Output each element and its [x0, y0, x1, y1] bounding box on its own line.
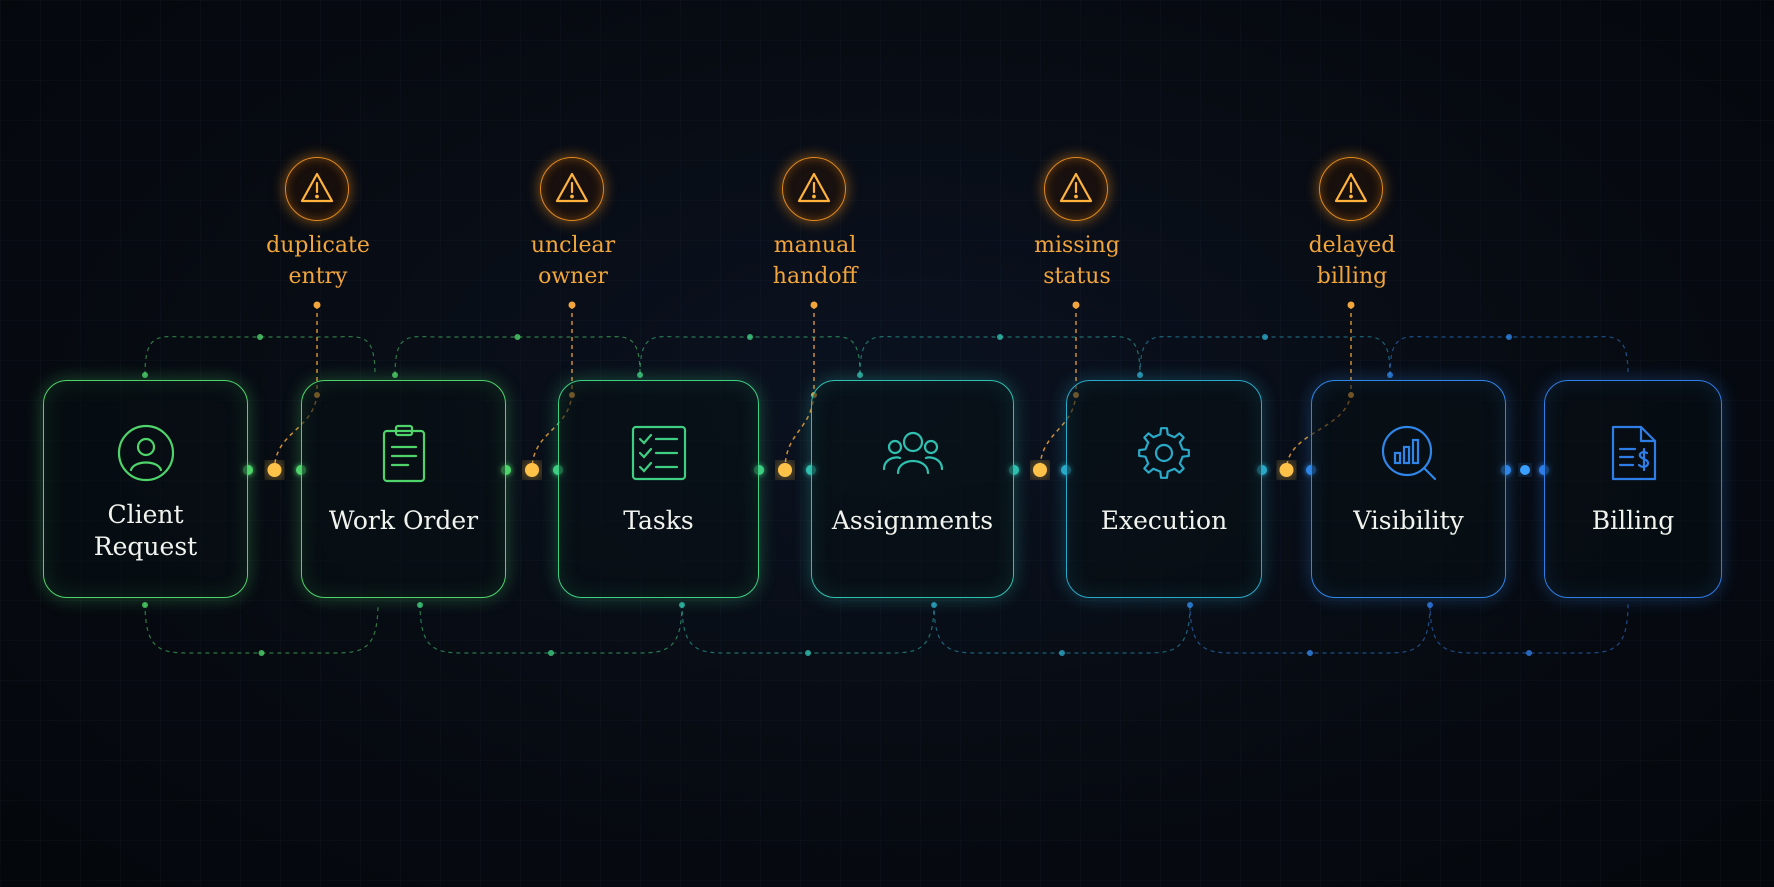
checklist-icon — [631, 425, 686, 481]
user-circle-icon — [117, 424, 174, 482]
issue-connector-dot — [568, 301, 576, 309]
stage-execution[interactable]: Execution — [1066, 380, 1262, 598]
loop-dot — [679, 602, 685, 608]
dashed-loop-top — [144, 336, 376, 376]
dashed-loop-bottom — [681, 602, 935, 654]
stage-billing[interactable]: Billing — [1544, 380, 1722, 598]
warning-triangle-icon — [555, 172, 589, 203]
issue-connector-dot — [313, 301, 321, 309]
dashed-loop-bottom — [933, 602, 1191, 654]
analytics-search-icon — [1381, 425, 1436, 481]
dashed-loop-top — [394, 336, 641, 376]
loop-dot — [1307, 650, 1313, 656]
dashed-loop-bottom — [144, 602, 379, 654]
loop-dot — [417, 602, 423, 608]
warning-badge[interactable] — [285, 157, 349, 221]
dashed-loop-top — [1389, 336, 1629, 376]
invoice-icon — [1611, 425, 1657, 481]
connector-junction — [1520, 465, 1530, 475]
dashed-loop-bottom — [1189, 602, 1431, 654]
stage-label: Assignments — [831, 506, 994, 535]
loop-dot — [1262, 334, 1268, 340]
warning-triangle-icon — [1334, 172, 1368, 203]
issue-connector-dot — [810, 301, 818, 309]
issue-junction — [1033, 463, 1047, 477]
loop-dot — [1506, 334, 1512, 340]
loop-dot — [514, 334, 521, 340]
issue-connector-dot — [1072, 301, 1080, 309]
loop-dot — [392, 372, 398, 378]
issue-junction — [525, 463, 539, 477]
stage-tasks[interactable]: Tasks — [558, 380, 759, 598]
loop-dot — [637, 372, 643, 378]
issue-junction — [778, 463, 792, 477]
stage-assignments[interactable]: Assignments — [811, 380, 1014, 598]
stage-label: Work Order — [328, 506, 479, 535]
issue-junction — [267, 463, 282, 477]
dashed-loop-top — [1139, 336, 1391, 376]
loop-dot — [1137, 372, 1143, 378]
warning-triangle-icon — [1059, 172, 1093, 203]
dashed-loop-bottom — [1429, 602, 1629, 654]
loop-dot — [258, 650, 265, 656]
warning-badge[interactable] — [1319, 157, 1383, 221]
warning-badge[interactable] — [782, 157, 846, 221]
loop-dot — [142, 602, 148, 608]
dashed-loop-bottom — [419, 602, 683, 654]
loop-dot — [931, 602, 937, 608]
loop-dot — [1059, 650, 1065, 656]
warning-triangle-icon — [300, 172, 334, 203]
stage-visibility[interactable]: Visibility — [1311, 380, 1506, 598]
loop-dot — [857, 372, 863, 378]
loop-dot — [142, 372, 148, 378]
warning-badge[interactable] — [540, 157, 604, 221]
stage-label: Billing — [1591, 506, 1675, 535]
loop-dot — [1387, 372, 1393, 378]
loop-dot — [997, 334, 1003, 340]
issue-connector-dot — [1347, 301, 1355, 309]
team-icon — [882, 431, 943, 475]
issue-junction — [1279, 463, 1294, 477]
loop-dot — [257, 334, 263, 340]
loop-dot — [1526, 650, 1532, 656]
stage-label: Execution — [1100, 506, 1228, 535]
stage-label: Visibility — [1353, 506, 1464, 535]
clipboard-icon — [382, 424, 425, 483]
gear-icon — [1138, 427, 1190, 479]
loop-dot — [548, 650, 554, 656]
dashed-loop-top — [859, 336, 1141, 376]
loop-dot — [747, 334, 753, 340]
stage-work-order[interactable]: Work Order — [301, 380, 506, 598]
loop-dot — [805, 650, 811, 656]
stage-label: Tasks — [623, 506, 694, 535]
dashed-loop-top — [639, 336, 861, 376]
issue-connector — [784, 305, 815, 471]
loop-dot — [1187, 602, 1193, 608]
loop-dot — [1427, 602, 1433, 608]
warning-triangle-icon — [797, 172, 831, 203]
warning-badge[interactable] — [1044, 157, 1108, 221]
